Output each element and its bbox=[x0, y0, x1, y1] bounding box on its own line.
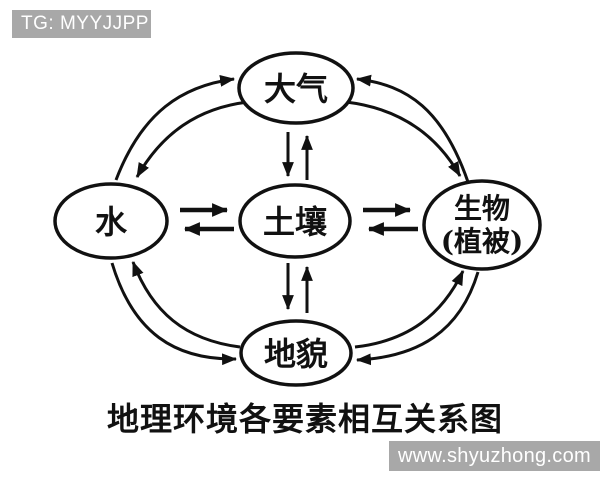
node-soil-label: 土壤 bbox=[263, 203, 327, 241]
node-atmosphere: 大气 bbox=[237, 51, 355, 125]
node-biology-label-line2: (植被) bbox=[441, 225, 524, 258]
node-landform-ellipse bbox=[239, 319, 353, 387]
node-biology: 生物 (植被) bbox=[422, 179, 542, 271]
node-water: 水 bbox=[53, 182, 169, 260]
node-landform: 地貌 bbox=[239, 319, 353, 387]
arc-biology-to-atmosphere bbox=[355, 74, 470, 183]
node-biology-ellipse bbox=[422, 179, 542, 271]
arc-atmosphere-to-biology bbox=[345, 100, 462, 177]
node-atmosphere-label: 大气 bbox=[264, 70, 328, 108]
node-soil-ellipse bbox=[238, 183, 352, 259]
watermark-text: www.shyuzhong.com bbox=[398, 444, 591, 467]
watermark-banner: www.shyuzhong.com bbox=[389, 441, 600, 471]
node-soil: 土壤 bbox=[238, 183, 352, 259]
diagram-caption: 地理环境各要素相互关系图 bbox=[106, 400, 503, 438]
node-biology-label-line1: 生物 bbox=[454, 192, 510, 225]
arc-water-to-landform bbox=[110, 262, 238, 366]
channel-badge-text: TG: MYYJJPP bbox=[21, 13, 149, 34]
arc-landform-to-water bbox=[131, 260, 241, 349]
node-water-ellipse bbox=[53, 182, 169, 260]
arc-water-to-atmosphere bbox=[114, 75, 236, 181]
arc-atmosphere-to-water bbox=[135, 100, 249, 178]
node-landform-label: 地貌 bbox=[264, 335, 328, 373]
node-atmosphere-ellipse bbox=[237, 51, 355, 125]
channel-badge: TG: MYYJJPP bbox=[12, 10, 151, 38]
arc-biology-to-landform bbox=[355, 271, 480, 366]
node-water-label: 水 bbox=[95, 203, 128, 241]
arc-landform-to-biology bbox=[354, 270, 465, 349]
